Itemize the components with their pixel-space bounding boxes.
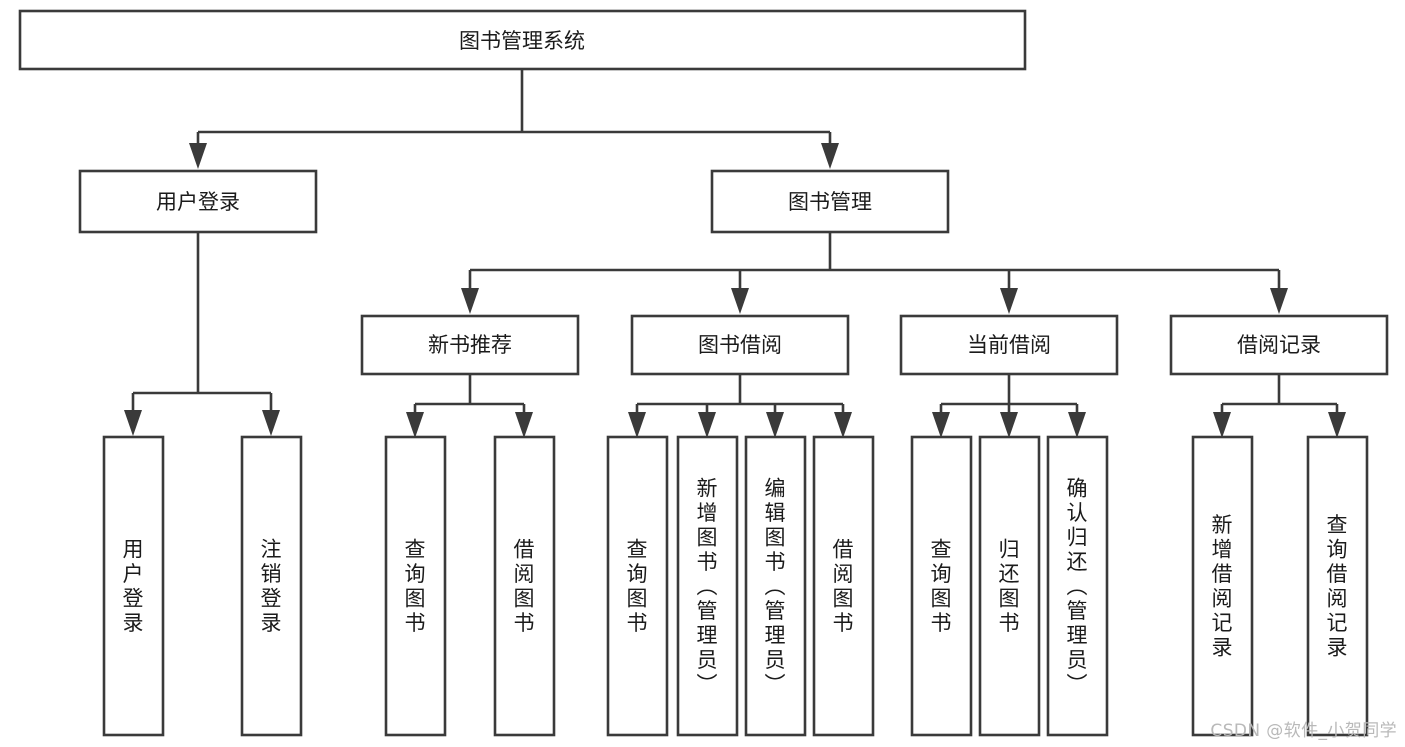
- leaf-node[interactable]: 新增图书︵管理员︶: [676, 435, 739, 737]
- node-borrow-record-box[interactable]: [1169, 314, 1389, 376]
- leaf-current-borrow-2-box[interactable]: [1046, 435, 1109, 737]
- arrow-to-current-borrow: [1000, 288, 1018, 314]
- connector-group-borrowrecord-to-leaves: [1220, 374, 1339, 414]
- leaf-borrow-record-0-box[interactable]: [1191, 435, 1254, 737]
- node-current-borrow-box[interactable]: [899, 314, 1119, 376]
- leaf-book-borrow-0-label: 查询图书: [627, 538, 648, 636]
- leaf-current-borrow-1-box[interactable]: [978, 435, 1041, 737]
- node-user-login-label: 用户登录: [156, 190, 240, 214]
- leaf-node[interactable]: 新增借阅记录: [1191, 435, 1254, 737]
- arrow-to-book-management: [821, 143, 839, 169]
- node-borrow-record-label: 借阅记录: [1237, 333, 1321, 357]
- leaf-user-login-1-box[interactable]: [240, 435, 303, 737]
- leaf-current-borrow-0-label: 查询图书: [931, 538, 952, 636]
- leaf-node[interactable]: 查询图书: [384, 435, 447, 737]
- node-borrow-record[interactable]: 借阅记录: [1169, 314, 1389, 376]
- arrow-to-leaf-book-borrow-3: [834, 412, 852, 438]
- node-user-login-box[interactable]: [78, 169, 318, 234]
- leaf-borrow-record-1-box[interactable]: [1306, 435, 1369, 737]
- arrow-to-borrow-record: [1270, 288, 1288, 314]
- leaf-book-borrow-0-box[interactable]: [606, 435, 669, 737]
- leaf-node[interactable]: 查询图书: [910, 435, 973, 737]
- leaf-node[interactable]: 编辑图书︵管理员︶: [744, 435, 807, 737]
- leaf-book-borrow-3-box[interactable]: [812, 435, 875, 737]
- csdn-watermark: CSDN @软件_小贺同学: [1210, 721, 1397, 741]
- leaf-book-borrow-1-label: 新增图书︵管理员︶: [697, 476, 718, 696]
- leaf-book-borrow-2-label: 编辑图书︵管理员︶: [765, 476, 786, 696]
- leaf-current-borrow-1-label: 归还图书: [999, 538, 1020, 636]
- arrow-to-user-login: [189, 143, 207, 169]
- leaf-node[interactable]: 借阅图书: [812, 435, 875, 737]
- leaf-user-login-0-box[interactable]: [102, 435, 165, 737]
- node-root-box[interactable]: [18, 9, 1027, 71]
- arrow-to-leaf-current-borrow-0: [932, 412, 950, 438]
- arrow-to-leaf-new-book-1: [515, 412, 533, 438]
- connector-group-userlogin-to-leaves: [131, 232, 273, 411]
- leaf-node[interactable]: 查询借阅记录: [1306, 435, 1369, 737]
- node-book-borrow-label: 图书借阅: [698, 333, 782, 357]
- leaf-new-book-1-label: 借阅图书: [514, 538, 535, 636]
- arrow-to-leaf-user-login-0: [124, 410, 142, 436]
- leaf-node[interactable]: 归还图书: [978, 435, 1041, 737]
- leaf-node[interactable]: 确认归还︵管理员︶: [1046, 435, 1109, 737]
- leaf-node[interactable]: 借阅图书: [493, 435, 556, 737]
- node-new-book-recommend-box[interactable]: [360, 314, 580, 376]
- arrow-to-leaf-borrow-record-0: [1213, 412, 1231, 438]
- connector-group-currentborrow-to-leaves: [939, 374, 1079, 414]
- leaf-current-borrow-2-label: 确认归还︵管理员︶: [1067, 476, 1088, 696]
- leaf-new-book-1-box[interactable]: [493, 435, 556, 737]
- leaf-book-borrow-1-box[interactable]: [676, 435, 739, 737]
- leaf-node[interactable]: 注销登录: [240, 435, 303, 737]
- connector-group-newbook-to-leaves: [413, 374, 526, 414]
- connector-group-bookborrow-to-leaves: [635, 374, 845, 414]
- leaf-borrow-record-1-label: 查询借阅记录: [1327, 513, 1348, 660]
- connector-group-bookmgmt-to-level3: [468, 232, 1281, 289]
- node-user-login[interactable]: 用户登录: [78, 169, 318, 234]
- arrow-to-leaf-borrow-record-1: [1328, 412, 1346, 438]
- arrow-to-leaf-current-borrow-1: [1000, 412, 1018, 438]
- arrow-to-leaf-user-login-1: [262, 410, 280, 436]
- node-book-management[interactable]: 图书管理: [710, 169, 950, 234]
- node-book-management-box[interactable]: [710, 169, 950, 234]
- arrow-to-book-borrow: [731, 288, 749, 314]
- node-root-label: 图书管理系统: [459, 29, 585, 53]
- connector-group-root-to-level2: [196, 69, 832, 146]
- node-root[interactable]: 图书管理系统: [18, 9, 1027, 71]
- node-new-book-recommend[interactable]: 新书推荐: [360, 314, 580, 376]
- leaf-book-borrow-2-box[interactable]: [744, 435, 807, 737]
- leaf-current-borrow-0-box[interactable]: [910, 435, 973, 737]
- arrow-to-leaf-current-borrow-2: [1068, 412, 1086, 438]
- leaf-new-book-0-box[interactable]: [384, 435, 447, 737]
- arrow-to-leaf-book-borrow-2: [766, 412, 784, 438]
- leaf-user-login-0-label: 用户登录: [123, 538, 144, 636]
- node-book-borrow-box[interactable]: [630, 314, 850, 376]
- arrow-to-leaf-book-borrow-0: [628, 412, 646, 438]
- node-book-management-label: 图书管理: [788, 190, 872, 214]
- arrow-to-new-book-recommend: [461, 288, 479, 314]
- arrow-to-leaf-book-borrow-1: [698, 412, 716, 438]
- leaf-node[interactable]: 用户登录: [102, 435, 165, 737]
- leaf-book-borrow-3-label: 借阅图书: [833, 538, 854, 636]
- node-current-borrow[interactable]: 当前借阅: [899, 314, 1119, 376]
- leaf-user-login-1-label: 注销登录: [261, 538, 282, 636]
- node-current-borrow-label: 当前借阅: [967, 333, 1051, 357]
- node-new-book-recommend-label: 新书推荐: [428, 333, 512, 357]
- leaf-new-book-0-label: 查询图书: [405, 538, 426, 636]
- leaf-node[interactable]: 查询图书: [606, 435, 669, 737]
- leaf-borrow-record-0-label: 新增借阅记录: [1212, 513, 1233, 660]
- arrow-to-leaf-new-book-0: [406, 412, 424, 438]
- node-book-borrow[interactable]: 图书借阅: [630, 314, 850, 376]
